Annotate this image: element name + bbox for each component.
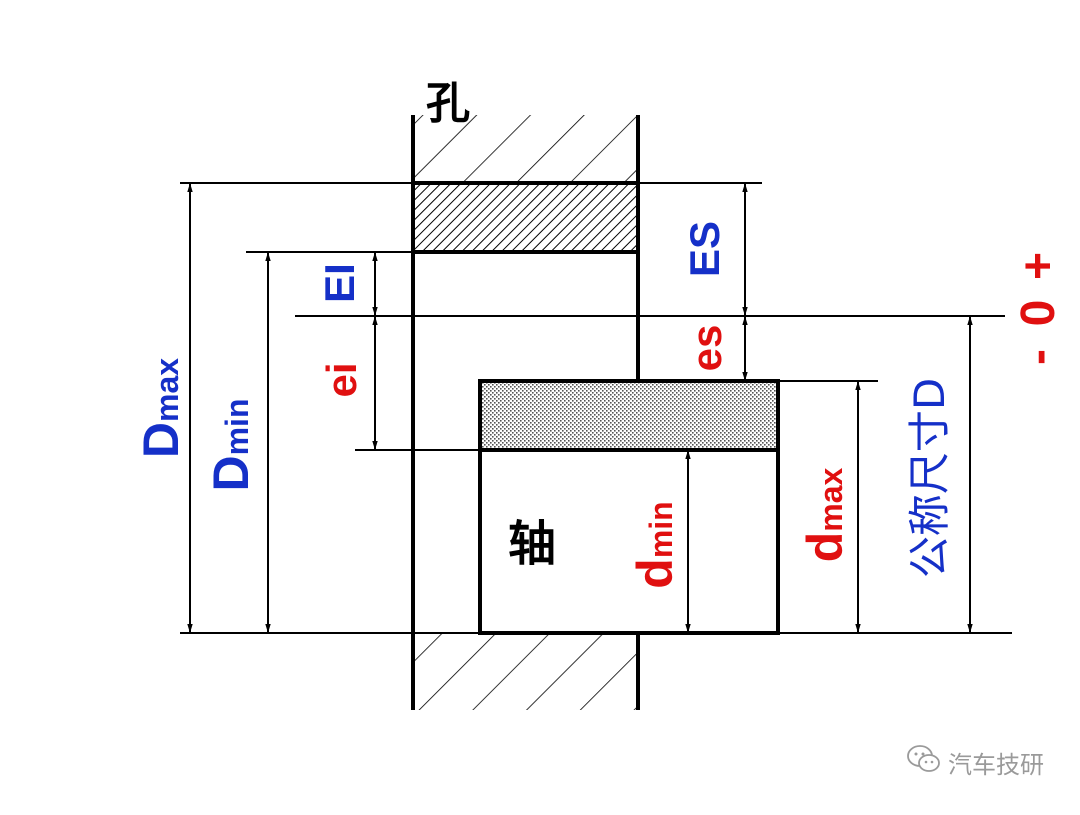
watermark-text: 汽车技研 xyxy=(948,750,1044,779)
hole-tolerance-zone xyxy=(411,181,640,254)
hole-wall-lower xyxy=(413,633,638,710)
shaft-label: 轴 xyxy=(508,516,556,572)
label-Dmin: Dmin xyxy=(203,399,259,492)
label-es: es xyxy=(683,325,730,372)
shaft-tolerance-zone xyxy=(478,379,780,452)
label-zero: 0 xyxy=(1012,300,1065,327)
label-nominal-size: 公称尺寸D xyxy=(905,378,954,578)
label-Dmax: Dmax xyxy=(133,358,189,458)
label-dmin: dmin xyxy=(627,501,683,588)
label-ES: ES xyxy=(681,221,728,277)
hole-label: 孔 xyxy=(426,78,470,129)
label-plus: + xyxy=(1012,252,1065,280)
wechat-icon xyxy=(906,744,942,780)
watermark: 汽车技研 xyxy=(906,744,1044,780)
shaft-body xyxy=(478,448,780,635)
hole-wall-upper xyxy=(413,115,638,183)
label-ei: ei xyxy=(318,362,365,397)
label-EI: EI xyxy=(316,263,363,303)
label-minus: - xyxy=(1012,349,1065,365)
label-dmax: dmax xyxy=(797,468,853,563)
